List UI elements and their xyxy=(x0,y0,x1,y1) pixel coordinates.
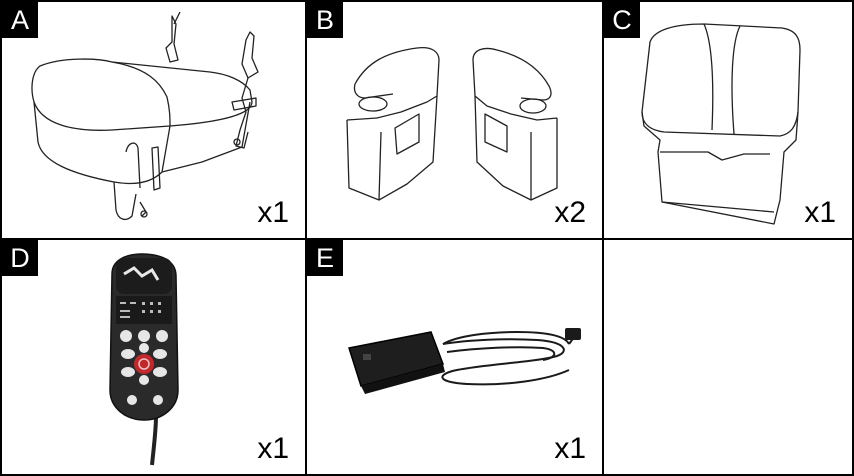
part-cell-b: B x2 xyxy=(305,0,604,240)
part-letter-d: D xyxy=(2,240,38,276)
part-letter-c: C xyxy=(604,2,640,38)
part-letter-e: E xyxy=(307,240,343,276)
seat-base-drawing xyxy=(31,11,259,221)
part-cell-c: C x1 xyxy=(602,0,854,240)
part-cell-e: E x1 xyxy=(305,238,604,476)
part-quantity-c: x1 xyxy=(804,196,836,229)
backrest-drawing xyxy=(641,23,801,225)
part-letter-a: A xyxy=(2,2,38,38)
power-adapter-photo xyxy=(348,328,581,394)
armrests-drawing xyxy=(346,46,558,201)
part-letter-b: B xyxy=(307,2,343,38)
part-cell-d: D x1 xyxy=(0,238,307,476)
remote-control-photo xyxy=(109,253,179,466)
part-quantity-e: x1 xyxy=(554,432,586,465)
part-cell-a: A x1 xyxy=(0,0,307,240)
part-quantity-b: x2 xyxy=(554,196,586,229)
part-quantity-a: x1 xyxy=(257,196,289,229)
empty-cell xyxy=(602,238,854,476)
part-quantity-d: x1 xyxy=(257,432,289,465)
